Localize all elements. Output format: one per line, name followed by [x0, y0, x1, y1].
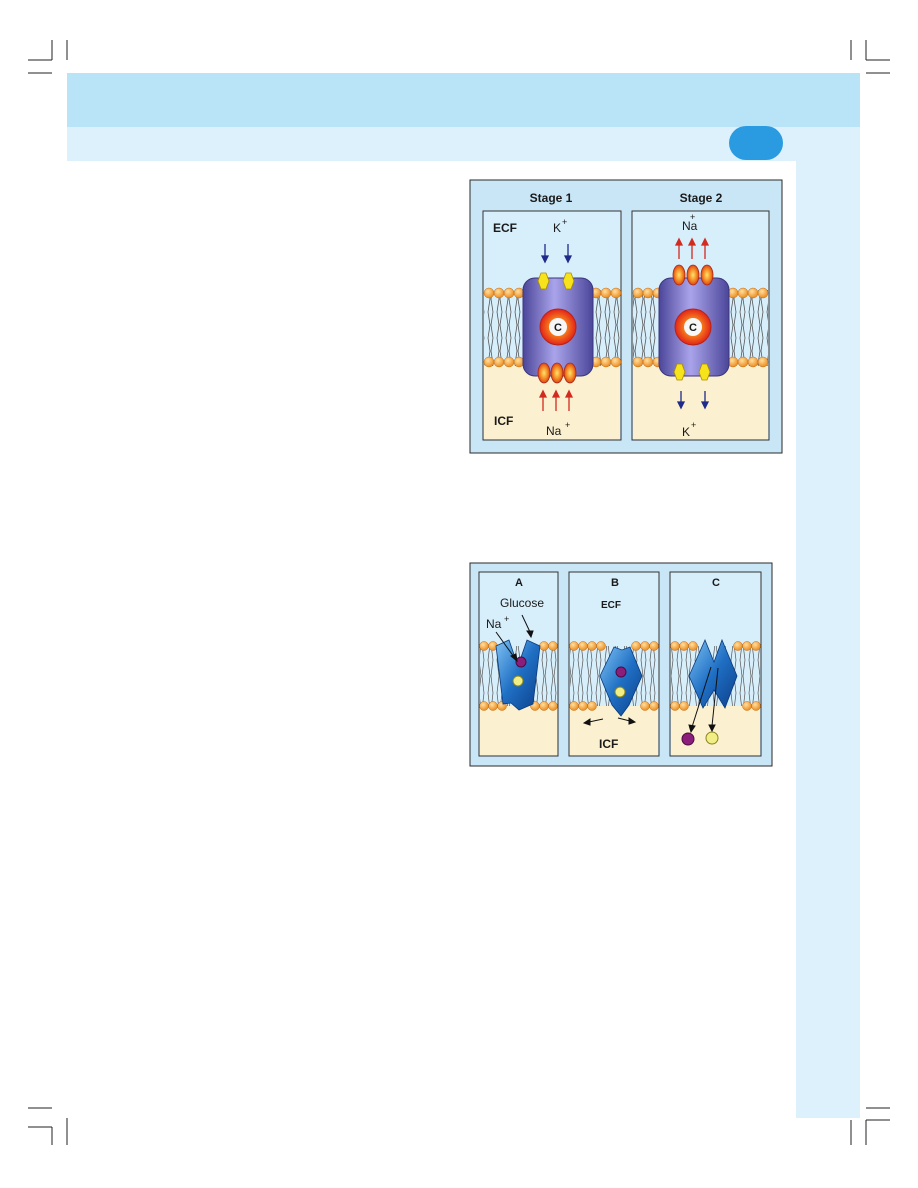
stage2-na-arrows	[674, 237, 710, 259]
stage1-lipid-heads-bottom	[483, 356, 622, 368]
stage1-k-charge: +	[562, 217, 567, 227]
stage2-panel: C Na + K +	[631, 210, 770, 441]
panel-b-lipid-heads	[569, 641, 659, 711]
stage1-k-arrows	[540, 244, 573, 264]
panel-a-glucose-label: Glucose	[500, 596, 544, 610]
subheader-band	[67, 127, 860, 161]
panel-b-ecf-label: ECF	[601, 600, 621, 611]
stage1-ecf-label: ECF	[493, 221, 517, 235]
header-band	[67, 73, 860, 127]
panel-c: C	[669, 571, 762, 757]
stage2-carrier-label: C	[689, 322, 697, 334]
panel-a: A Glucose Na +	[478, 571, 559, 757]
panel-b-glucose	[614, 686, 626, 698]
panel-a-na-charge: +	[504, 614, 509, 624]
panel-b-sodium-ion	[615, 666, 627, 678]
stage1-k-label: K	[553, 221, 561, 235]
panel-c-sodium-ion	[681, 732, 695, 746]
stage2-k-binding-sites	[673, 363, 711, 381]
stage1-title: Stage 1	[530, 191, 573, 205]
stage1-na-charge: +	[565, 420, 570, 430]
panel-c-glucose	[705, 731, 719, 745]
stage2-na-binding-sites	[672, 264, 714, 286]
panel-a-arrows	[495, 614, 534, 663]
panel-b: B ECF ICF	[568, 571, 660, 757]
panel-b-title: B	[611, 577, 619, 589]
panel-b-icf-label: ICF	[599, 737, 618, 751]
stage2-title: Stage 2	[680, 191, 723, 205]
stage2-na-charge: +	[690, 212, 695, 222]
stage1-icf-label: ICF	[494, 414, 513, 428]
chapter-badge	[729, 126, 783, 160]
panel-a-na-label: Na	[486, 617, 502, 631]
panel-a-glucose	[512, 675, 524, 687]
stage1-lipid-heads-top	[483, 287, 622, 299]
stage1-na-binding-sites	[537, 362, 577, 384]
panel-a-symporter	[495, 639, 541, 711]
panel-a-lipid-heads	[479, 641, 558, 711]
right-sidebar	[796, 161, 860, 1118]
panel-c-lipid-heads	[670, 641, 761, 711]
stage1-na-label: Na	[546, 424, 562, 438]
panel-a-sodium-ion	[515, 656, 527, 668]
stage2-k-charge: +	[691, 420, 696, 430]
stage1-na-arrows	[538, 389, 574, 411]
stage1-panel: C ECF K + ICF Na +	[482, 210, 622, 441]
stage2-k-label: K	[682, 425, 690, 439]
panel-c-title: C	[712, 577, 720, 589]
panel-a-title: A	[515, 577, 523, 589]
stage1-k-binding-sites	[537, 272, 575, 290]
panel-c-symporter	[688, 638, 738, 709]
panel-b-arrows	[582, 717, 637, 726]
panel-c-arrows	[688, 666, 719, 734]
stage2-k-arrows	[676, 391, 710, 410]
panel-b-symporter	[599, 646, 643, 717]
stage1-carrier-label: C	[554, 322, 562, 334]
stage2-na-label: Na	[682, 219, 698, 233]
